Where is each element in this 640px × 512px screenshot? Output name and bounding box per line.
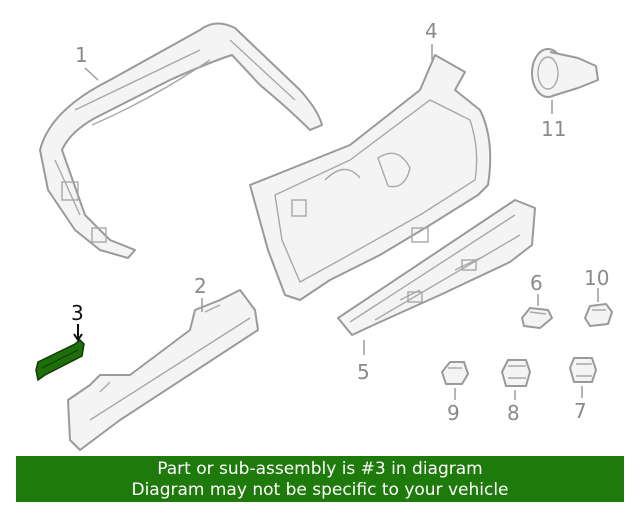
callout-5: 5 (357, 360, 370, 384)
part-3-bracket-highlighted (35, 338, 85, 382)
callout-10: 10 (584, 266, 609, 290)
callout-11: 11 (541, 117, 566, 141)
leader-1 (84, 67, 99, 81)
part-1-upper-trim (39, 22, 323, 259)
banner-line-1: Part or sub-assembly is #3 in diagram (157, 459, 483, 479)
callout-9: 9 (447, 401, 460, 425)
part-10-clip (584, 303, 613, 327)
info-banner: Part or sub-assembly is #3 in diagram Di… (16, 456, 624, 502)
callout-6: 6 (530, 271, 543, 295)
banner-line-2: Diagram may not be specific to your vehi… (131, 480, 509, 500)
callout-2: 2 (194, 274, 207, 298)
leader-3 (73, 324, 83, 342)
callout-4: 4 (425, 19, 438, 43)
part-2-pillar-trim (67, 289, 259, 451)
part-11-clip (531, 48, 599, 98)
callout-7: 7 (574, 399, 587, 423)
parts-diagram: 1 4 11 5 2 3 6 (35, 19, 613, 451)
part-4-tailgate-panel (249, 54, 492, 301)
callout-1: 1 (75, 43, 88, 67)
callout-8: 8 (507, 401, 520, 425)
part-8-clip (501, 359, 531, 387)
part-5-lower-trim (337, 199, 536, 336)
part-9-clip (441, 361, 469, 385)
callout-3: 3 (71, 301, 84, 325)
part-6-clip (521, 307, 553, 329)
part-7-clip (569, 357, 597, 383)
